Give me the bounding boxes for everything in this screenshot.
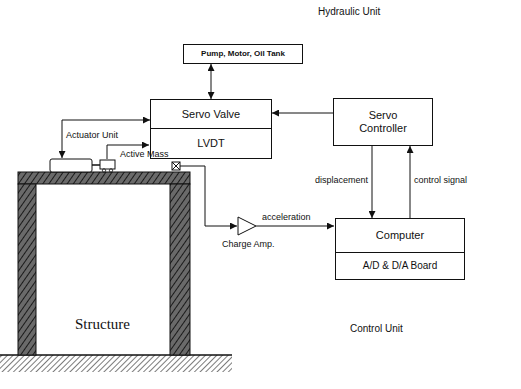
box-text: A/D & D/A Board — [363, 260, 437, 272]
part-name: Actuator Unit — [66, 131, 118, 141]
charge-amp-symbol — [238, 217, 256, 235]
structure-frame: Structure — [40, 312, 165, 338]
unit-title: Hydraulic Unit — [318, 6, 380, 17]
board-box: A/D & D/A Board — [335, 252, 465, 280]
signal-connector — [372, 146, 373, 218]
computer-box: Computer — [335, 218, 465, 253]
active-mass-block — [100, 160, 115, 169]
right-column — [170, 184, 190, 355]
left-column — [18, 184, 36, 355]
accelerometer-cross — [172, 162, 180, 170]
box-text: Computer — [376, 229, 424, 242]
part-name: Active Mass — [120, 150, 169, 160]
slab — [18, 172, 190, 184]
box-text: Servo Controller — [352, 109, 414, 134]
box-text: Structure — [75, 316, 130, 333]
servo-valve-box: Servo Valve — [150, 99, 272, 129]
acceleration-wire — [256, 226, 334, 227]
hydraulic-supply-box: Pump, Motor, Oil Tank — [183, 44, 303, 64]
box-text: Pump, Motor, Oil Tank — [201, 49, 285, 58]
signal-connector — [272, 113, 333, 114]
actuator-body — [50, 159, 92, 172]
ground-hatch — [0, 355, 232, 372]
mass-wheel — [102, 169, 105, 172]
signal-name: acceleration — [262, 213, 311, 223]
signal-name: control signal — [414, 176, 494, 186]
part-name: Charge Amp. — [222, 240, 275, 250]
box-text: Servo Valve — [182, 108, 241, 121]
sensor-wire — [180, 166, 237, 226]
accelerometer — [172, 162, 180, 170]
signal-connector — [410, 146, 411, 218]
signal-name: displacement — [298, 176, 368, 186]
signal-connector — [211, 64, 212, 99]
actuator-rod — [92, 164, 100, 166]
mass-wheel — [109, 169, 112, 172]
unit-title: Control Unit — [350, 323, 403, 334]
box-text: LVDT — [197, 137, 224, 150]
controller-box: Servo Controller — [333, 98, 433, 146]
